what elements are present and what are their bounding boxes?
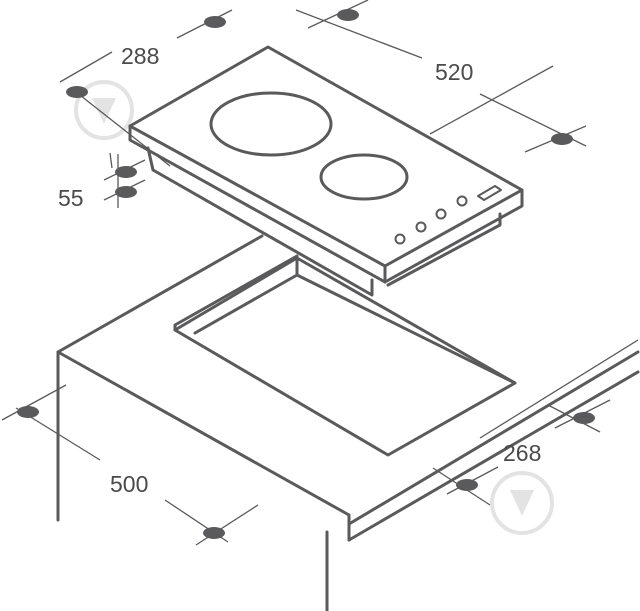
cutout-inner bbox=[173, 254, 517, 385]
control-button bbox=[456, 195, 468, 207]
control-button bbox=[394, 233, 406, 245]
dimension-hob-height: 55 bbox=[58, 154, 146, 211]
dimension-marker bbox=[17, 406, 39, 418]
dimension-marker bbox=[204, 16, 226, 28]
cooking-zone-small bbox=[319, 153, 409, 201]
dimension-hob-depth: 288 bbox=[59, 9, 233, 169]
dimension-marker bbox=[203, 527, 225, 539]
countertop-front-edge bbox=[347, 370, 640, 542]
hob-front-edge bbox=[128, 124, 387, 284]
control-panel bbox=[394, 185, 502, 245]
dimension-marker bbox=[66, 86, 88, 98]
countertop-top-surface bbox=[56, 234, 640, 542]
dimension-marker bbox=[573, 412, 595, 424]
dimension-cutout-width: 500 bbox=[1, 384, 259, 546]
dimension-marker bbox=[115, 186, 137, 198]
control-display bbox=[477, 185, 502, 201]
hob bbox=[128, 45, 524, 297]
watermark-arrow-icon-bottom bbox=[490, 471, 554, 535]
dimension-label-55: 55 bbox=[58, 185, 84, 211]
hob-lower-body bbox=[146, 146, 374, 297]
watermark-arrow-icon-top bbox=[74, 80, 134, 140]
dimension-marker bbox=[115, 166, 137, 178]
control-button bbox=[415, 221, 427, 233]
dimension-cutout-depth: 268 bbox=[432, 339, 639, 506]
dimension-hob-width: 520 bbox=[295, 0, 587, 153]
dimension-label-500: 500 bbox=[110, 471, 148, 497]
dimension-label-288: 288 bbox=[121, 43, 159, 69]
cooking-zone-large bbox=[209, 91, 333, 157]
dimension-marker bbox=[456, 479, 478, 491]
hob-lower-body-side bbox=[386, 212, 502, 287]
dimension-label-268: 268 bbox=[503, 440, 541, 466]
hob-side-edge bbox=[383, 188, 524, 284]
countertop bbox=[56, 234, 640, 611]
control-button bbox=[435, 208, 447, 220]
dimension-marker bbox=[551, 133, 573, 145]
dimension-label-520: 520 bbox=[435, 59, 473, 85]
dimension-marker bbox=[337, 9, 359, 21]
